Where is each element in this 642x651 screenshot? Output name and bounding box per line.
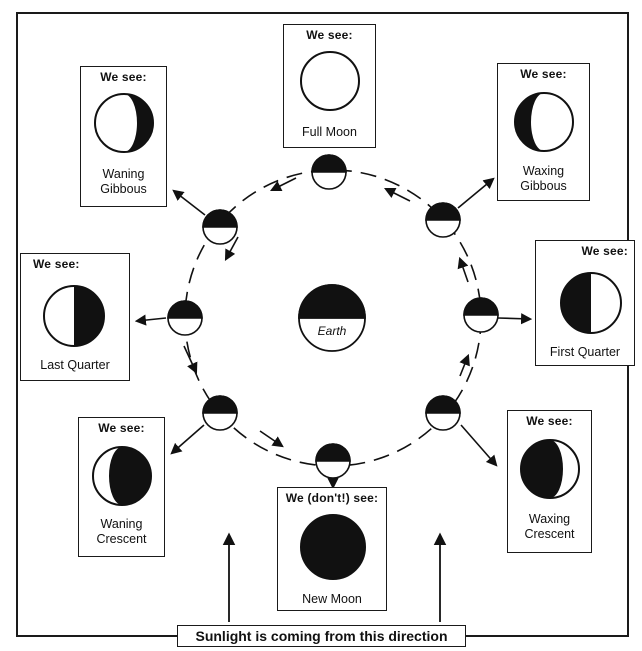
orbit-moon-last-quarter — [167, 300, 203, 336]
view-arrow — [457, 177, 495, 209]
card-heading: We see: — [100, 70, 147, 84]
orbit-arrow — [457, 256, 469, 283]
card-heading: We see: — [98, 421, 145, 435]
card-first-quarter: We see: First Quarter — [535, 240, 635, 366]
orbit-moon-waning-gibbous — [202, 209, 238, 245]
waning-crescent-moon-icon — [92, 446, 152, 506]
card-heading: We see: — [526, 414, 573, 428]
sunlight-caption: Sunlight is coming from this direction — [177, 625, 466, 647]
orbit-moon-waxing-crescent — [425, 395, 461, 431]
orbit-arrow — [183, 345, 198, 375]
orbit-moons — [167, 154, 499, 479]
view-arrow — [172, 189, 206, 216]
orbit-moon-new — [315, 443, 351, 479]
new-moon-icon — [300, 514, 366, 580]
view-arrows — [134, 177, 533, 490]
card-phase-name: New Moon — [302, 592, 362, 606]
orbit-direction-arrows — [183, 177, 470, 448]
orbit-moon-first-quarter — [463, 297, 499, 333]
view-arrow — [170, 424, 205, 455]
card-heading: We see: — [306, 28, 353, 42]
waning-gibbous-moon-icon — [94, 93, 154, 153]
earth-symbol — [298, 284, 366, 352]
card-heading: We see: — [520, 67, 567, 81]
card-phase-name: Full Moon — [302, 125, 357, 139]
card-heading: We see: — [581, 244, 628, 258]
waxing-gibbous-moon-icon — [514, 92, 574, 152]
waxing-crescent-moon-icon — [520, 439, 580, 499]
orbit-arrow — [269, 177, 297, 192]
card-heading: We see: — [33, 257, 80, 271]
card-phase-name: First Quarter — [549, 345, 621, 359]
view-arrow — [460, 424, 498, 467]
orbit-arrow — [459, 353, 470, 377]
card-full-moon: We see: Full Moon — [283, 24, 376, 148]
full-moon-icon — [300, 51, 360, 111]
last-quarter-moon-icon — [43, 285, 105, 347]
orbit-moon-full — [311, 154, 347, 190]
view-arrow — [134, 314, 167, 326]
orbit-moon-waxing-gibbous — [425, 202, 461, 238]
card-new-moon: We (don't!) see: New Moon — [277, 487, 387, 611]
card-last-quarter: We see: Last Quarter — [20, 253, 130, 381]
card-heading: We (don't!) see: — [285, 491, 379, 505]
orbit-arrow — [224, 236, 239, 261]
orbit-arrow — [259, 430, 284, 448]
orbit-moon-waning-crescent — [202, 395, 238, 431]
first-quarter-moon-icon — [560, 272, 622, 334]
sunlight-arrows — [222, 532, 447, 622]
view-arrow — [497, 313, 533, 325]
orbit-arrow — [383, 187, 411, 202]
card-phase-name: Last Quarter — [40, 358, 110, 372]
earth-label: Earth — [317, 324, 347, 338]
